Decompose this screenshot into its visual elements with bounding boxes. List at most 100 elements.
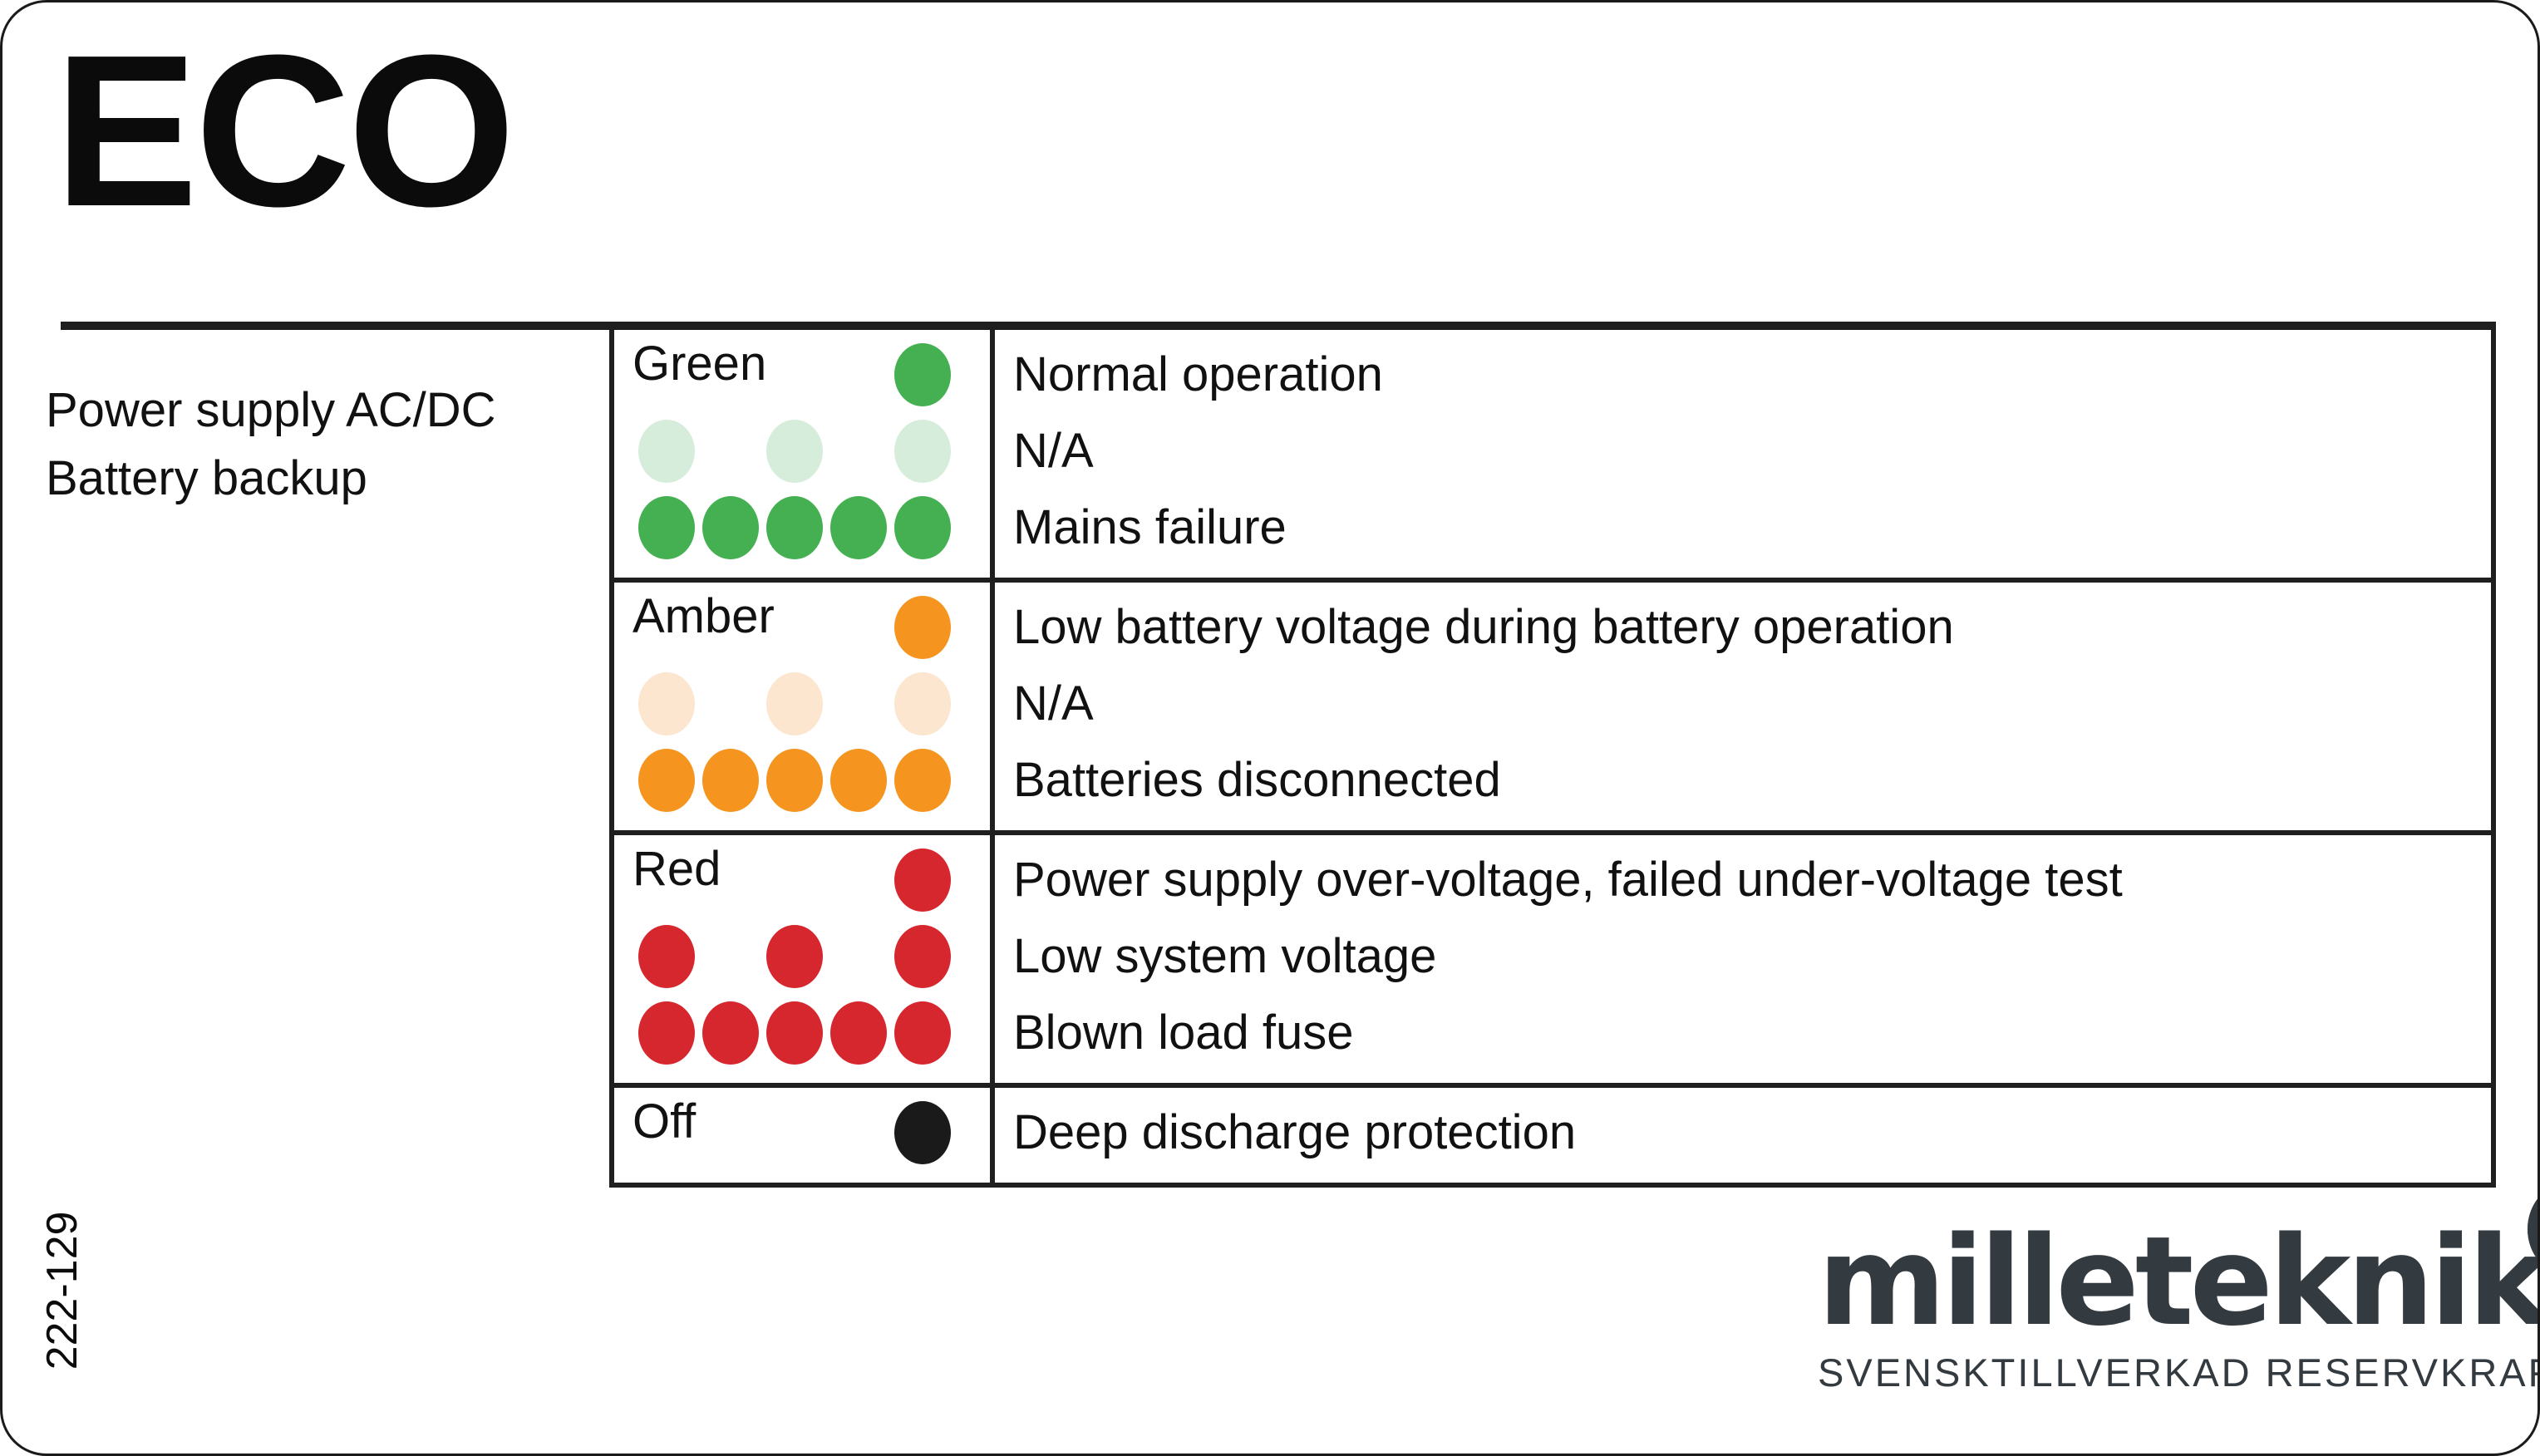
led-slot xyxy=(762,672,826,735)
led-description-line: Mains failure xyxy=(1013,500,1287,554)
brand-logo: milleteknik SVENSKTILLVERKAD RESERVKRAFT xyxy=(1818,1183,2540,1395)
led-indicator-dot xyxy=(765,672,823,735)
led-slot xyxy=(762,1101,826,1164)
led-colour-label: Red xyxy=(633,842,721,896)
led-pattern-row xyxy=(614,496,990,559)
brand-wordmark-text: milleteknik xyxy=(1818,1183,2538,1343)
led-indicator-dot xyxy=(829,749,887,812)
product-subtitle: Power supply AC/DC Battery backup xyxy=(46,376,586,514)
led-indicator-dot xyxy=(829,496,887,559)
led-slot xyxy=(826,849,890,912)
led-indicator-dot xyxy=(765,420,823,483)
led-indicator-empty xyxy=(766,849,823,912)
led-description-line: Normal operation xyxy=(1013,347,1383,401)
led-indicator-dot xyxy=(893,496,951,559)
led-indicator-empty xyxy=(702,420,759,483)
led-slot xyxy=(826,1001,890,1065)
led-indicator-dot xyxy=(637,1001,695,1065)
led-slot xyxy=(634,925,698,988)
led-indicator-empty xyxy=(830,343,887,406)
article-code: 222-129 xyxy=(38,1211,86,1370)
led-slot xyxy=(762,420,826,483)
led-slot xyxy=(826,420,890,483)
led-pattern-cell: Red xyxy=(614,835,995,1083)
led-pattern-cell: Amber xyxy=(614,583,995,830)
led-indicator-empty xyxy=(766,1101,823,1164)
led-slot xyxy=(890,672,954,735)
led-slot xyxy=(762,343,826,406)
led-pattern-row xyxy=(614,849,990,912)
led-slot xyxy=(762,749,826,812)
led-description-cell: Low battery voltage during battery opera… xyxy=(995,583,2491,830)
led-pattern-cell: Green xyxy=(614,330,995,578)
led-description-line: Low battery voltage during battery opera… xyxy=(1013,600,1954,654)
led-indicator-empty xyxy=(830,849,887,912)
led-slot xyxy=(826,343,890,406)
led-pattern-row xyxy=(614,672,990,735)
led-slot xyxy=(890,1101,954,1164)
led-indicator-empty xyxy=(702,672,759,735)
led-indicator-dot xyxy=(893,1001,951,1065)
led-slot xyxy=(698,496,762,559)
led-slot xyxy=(890,420,954,483)
led-slot xyxy=(890,596,954,659)
led-slot xyxy=(890,925,954,988)
led-description-cell: Deep discharge protection xyxy=(995,1088,2491,1183)
led-indicator-dot xyxy=(829,1001,887,1065)
led-pattern-row xyxy=(614,343,990,406)
led-indicator-dot xyxy=(765,749,823,812)
led-indicator-dot xyxy=(765,496,823,559)
zigzag-m-badge-icon xyxy=(2527,1183,2538,1275)
led-indicator-dot xyxy=(893,420,951,483)
led-indicator-empty xyxy=(766,343,823,406)
led-indicator-dot xyxy=(637,749,695,812)
led-slot xyxy=(890,1001,954,1065)
led-slot xyxy=(826,496,890,559)
page-title: ECO xyxy=(54,11,515,252)
led-slot xyxy=(762,925,826,988)
product-subtitle-line-1: Power supply AC/DC xyxy=(46,383,496,437)
header-divider xyxy=(61,322,613,330)
led-indicator-empty xyxy=(830,672,887,735)
led-indicator-dot xyxy=(637,925,695,988)
led-description-line: Blown load fuse xyxy=(1013,1006,1354,1060)
led-slot xyxy=(698,420,762,483)
led-slot xyxy=(890,496,954,559)
led-slot xyxy=(698,1001,762,1065)
led-description-line: Deep discharge protection xyxy=(1013,1105,1577,1159)
led-indicator-empty xyxy=(830,596,887,659)
led-colour-label: Green xyxy=(633,337,767,391)
led-indicator-empty xyxy=(702,1101,759,1164)
led-description-line: Low system voltage xyxy=(1013,929,1437,983)
led-indicator-dot xyxy=(893,672,951,735)
led-slot xyxy=(826,925,890,988)
led-slot xyxy=(826,749,890,812)
led-indicator-dot xyxy=(893,749,951,812)
led-indicator-dot xyxy=(637,672,695,735)
led-indicator-empty xyxy=(830,1101,887,1164)
led-description-line: N/A xyxy=(1013,424,1094,478)
led-slot xyxy=(698,1101,762,1164)
led-slot xyxy=(698,749,762,812)
status-row: Amber Low battery voltage during battery … xyxy=(614,583,2491,835)
led-pattern-row xyxy=(614,596,990,659)
led-indicator-dot xyxy=(893,1101,951,1164)
led-indicator-empty xyxy=(830,420,887,483)
led-slot xyxy=(698,672,762,735)
brand-tagline: SVENSKTILLVERKAD RESERVKRAFT xyxy=(1818,1350,2540,1395)
led-slot xyxy=(826,596,890,659)
led-slot xyxy=(826,1101,890,1164)
led-description-line: Batteries disconnected xyxy=(1013,753,1501,807)
led-slot xyxy=(890,749,954,812)
led-slot xyxy=(890,343,954,406)
led-indicator-empty xyxy=(702,925,759,988)
led-pattern-row xyxy=(614,1101,990,1164)
led-slot xyxy=(634,1001,698,1065)
led-slot xyxy=(634,496,698,559)
